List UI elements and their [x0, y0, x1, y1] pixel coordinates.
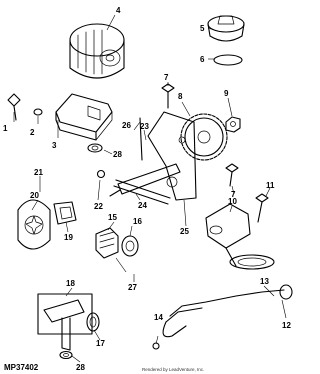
oil-pump-part: [17, 199, 77, 250]
callout-28-upper: 28: [113, 150, 122, 159]
callout-26: 26: [122, 121, 131, 130]
drive-gear-part: [180, 113, 228, 161]
callout-20: 20: [30, 191, 39, 200]
clamp-part-upper: [87, 143, 103, 153]
washer-part: [33, 108, 43, 116]
callout-19: 19: [64, 233, 73, 242]
callout-7-lower: 7: [231, 190, 236, 199]
callout-24: 24: [138, 201, 147, 210]
check-ball-part: [96, 169, 106, 179]
callout-4: 4: [116, 6, 121, 15]
oil-filter-part: [69, 23, 125, 79]
fill-cap-part: [207, 15, 245, 42]
pump-shaft-part: [109, 117, 181, 197]
nut-part: [225, 116, 241, 133]
bolt-part-11: [255, 193, 269, 223]
bolt-part-7-upper: [161, 83, 175, 109]
callout-8: 8: [178, 92, 183, 101]
dipstick-part: [152, 284, 293, 350]
callout-2: 2: [30, 128, 35, 137]
callout-5: 5: [200, 24, 205, 33]
callout-23: 23: [140, 122, 149, 131]
parts-diagram: 1 2 3 4 5 6 7 7 8 9 10 11 12 13 14 15 16…: [3, 6, 293, 372]
oil-pickup-part: [205, 203, 275, 270]
callout-22: 22: [94, 202, 103, 211]
pump-fitting-part: [95, 227, 139, 259]
driven-shaft-part: [113, 179, 171, 205]
credit-line: Rendered by LeadVenture, Inc.: [142, 367, 204, 372]
callout-13: 13: [260, 277, 269, 286]
callout-16: 16: [133, 217, 142, 226]
callout-28-lower: 28: [76, 363, 85, 372]
callout-21: 21: [34, 168, 43, 177]
bolt-part-1: [7, 93, 21, 121]
callout-7-upper: 7: [164, 73, 169, 82]
callout-12: 12: [282, 321, 291, 330]
callout-11: 11: [266, 181, 275, 190]
clamp-part-lower: [59, 350, 73, 360]
callout-15: 15: [108, 213, 117, 222]
callout-9: 9: [224, 89, 229, 98]
relief-valve-part: [37, 293, 100, 351]
figure-code: MP37402: [4, 363, 39, 372]
bracket-part: [55, 93, 113, 141]
callout-6: 6: [200, 55, 205, 64]
callout-1: 1: [3, 124, 8, 133]
callout-18: 18: [66, 279, 75, 288]
callout-14: 14: [154, 313, 163, 322]
callout-25: 25: [180, 227, 189, 236]
callout-27: 27: [128, 283, 137, 292]
bolt-part-7-lower: [225, 163, 239, 187]
callout-3: 3: [52, 141, 57, 150]
callout-17: 17: [96, 339, 105, 348]
callout-10: 10: [228, 197, 237, 206]
o-ring-part: [213, 54, 243, 66]
